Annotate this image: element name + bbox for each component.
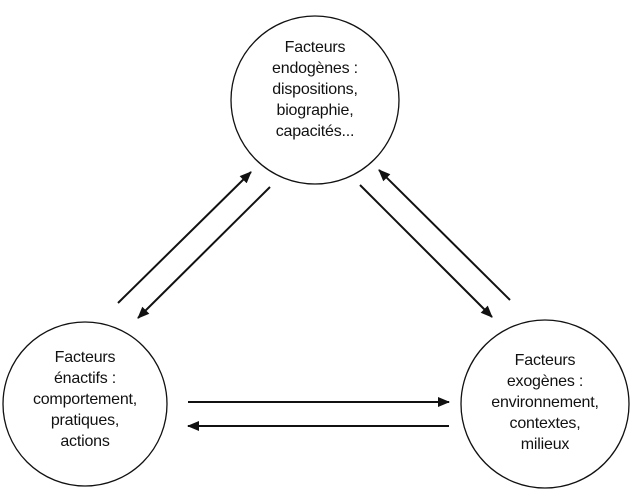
enactive-line-3: comportement, xyxy=(32,391,138,408)
arrow-endogenous-to-exogenous xyxy=(359,184,493,318)
arrow-endogenous-to-enactive xyxy=(137,186,271,319)
node-circle-enactive xyxy=(2,321,168,487)
endogenous-line-1: Facteurs xyxy=(284,39,346,56)
exogenous-line-3: environnement, xyxy=(491,394,599,411)
node-label-exogenous: Facteurs exogènes : environnement, conte… xyxy=(465,350,625,455)
endogenous-line-4: biographie, xyxy=(276,102,354,119)
arrow-exogenous-to-endogenous xyxy=(378,169,511,301)
enactive-line-1: Facteurs xyxy=(54,349,116,366)
exogenous-line-4: contextes, xyxy=(509,415,581,432)
node-label-enactive: Facteurs énactifs : comportement, pratiq… xyxy=(5,347,165,452)
enactive-line-2: énactifs : xyxy=(53,370,117,387)
exogenous-line-1: Facteurs xyxy=(514,352,576,369)
endogenous-line-5: capacités... xyxy=(275,123,355,140)
enactive-line-5: actions xyxy=(60,433,110,450)
endogenous-line-2: endogènes : xyxy=(272,60,358,77)
exogenous-line-5: milieux xyxy=(520,436,570,453)
endogenous-line-3: dispositions, xyxy=(272,81,358,98)
node-circle-exogenous xyxy=(460,319,630,489)
exogenous-line-2: exogènes : xyxy=(506,373,584,390)
node-label-endogenous: Facteurs endogènes : dispositions, biogr… xyxy=(235,37,395,142)
enactive-line-4: pratiques, xyxy=(50,412,120,429)
node-circle-endogenous xyxy=(230,15,400,185)
arrow-enactive-to-endogenous xyxy=(117,171,252,304)
